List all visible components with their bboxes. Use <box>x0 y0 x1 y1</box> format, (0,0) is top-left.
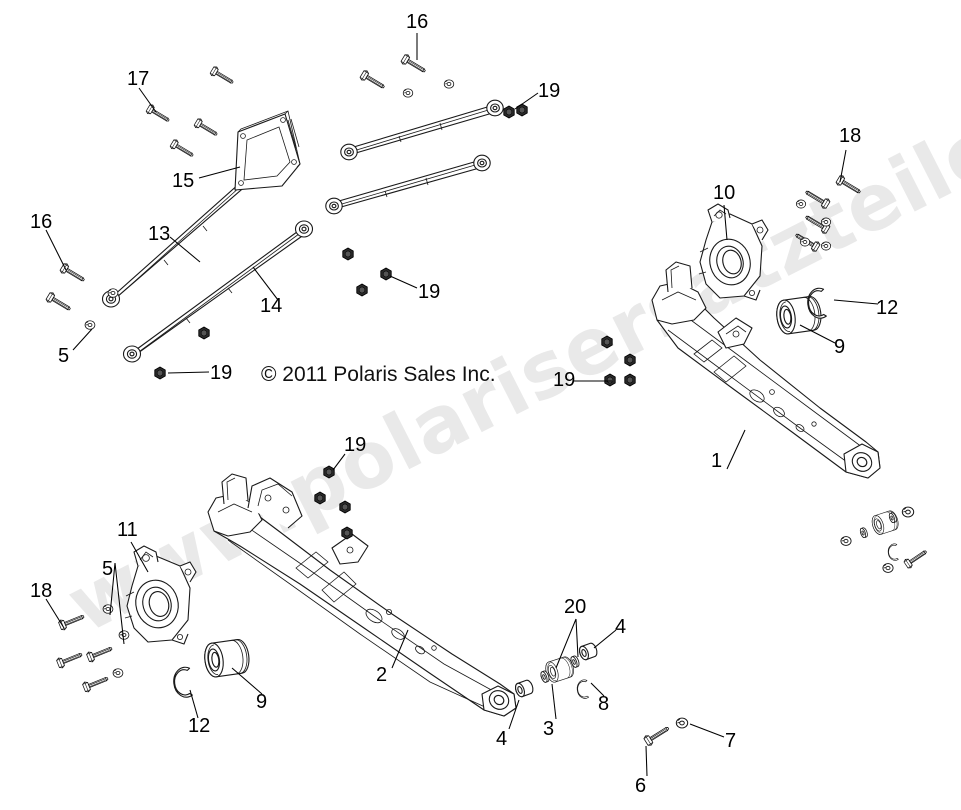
part-bushing-4-right <box>577 641 600 662</box>
callout-17: 17 <box>127 68 150 90</box>
washer-5-bl-b <box>118 630 130 640</box>
callout-9-b: 9 <box>256 691 268 713</box>
part-bearing-carrier-10 <box>698 203 769 301</box>
callout-10: 10 <box>713 182 736 204</box>
bolt-18-left-c <box>85 643 115 664</box>
bolt-18-a <box>834 174 864 198</box>
part-bearing-carrier-11 <box>124 545 197 645</box>
part-snapring-12-left <box>171 666 194 699</box>
part-snapring-8 <box>575 679 590 700</box>
leader-lines <box>45 33 879 777</box>
part-bracket-15 <box>234 110 301 191</box>
callout-20: 20 <box>564 596 587 618</box>
bolt-17-d <box>209 65 236 88</box>
part-nut-7 <box>675 717 689 729</box>
washer-16-top-b <box>443 79 455 89</box>
callout-5-b: 5 <box>102 558 114 580</box>
callout-5-a: 5 <box>58 345 70 367</box>
washer-18-b <box>820 217 832 227</box>
callout-7: 7 <box>725 730 737 752</box>
callout-11: 11 <box>117 519 138 541</box>
callout-18-a: 18 <box>839 125 862 147</box>
washer-5-left-a <box>107 288 119 298</box>
bolt-16-left-b <box>44 291 74 315</box>
callout-12-b: 12 <box>188 715 211 737</box>
callout-19-a: 19 <box>538 80 561 102</box>
bolt-18-left-d <box>81 673 111 694</box>
bolt-16-top-a <box>399 53 429 77</box>
part-radius-rod-13 <box>122 220 314 363</box>
bolt-17-c <box>169 138 196 161</box>
washer-5-bl-a <box>102 604 114 614</box>
bolt-17-b <box>193 117 220 140</box>
callout-18-b: 18 <box>30 580 53 602</box>
washer-18-c <box>799 237 811 247</box>
bolt-16-top-b <box>358 69 388 93</box>
callout-19-d: 19 <box>553 369 576 391</box>
part-trailing-arm-2 <box>207 473 517 717</box>
callout-4-b: 4 <box>615 616 627 638</box>
callout-1: 1 <box>711 450 723 472</box>
callout-14: 14 <box>260 295 283 317</box>
washer-18-d <box>820 241 832 251</box>
copyright-notice: © 2011 Polaris Sales Inc. <box>261 363 496 386</box>
callout-3: 3 <box>543 718 555 740</box>
callout-16-a: 16 <box>406 11 429 33</box>
part-bushing-4-left <box>513 678 536 699</box>
bolt-18-b <box>802 186 832 210</box>
part-radius-rod-top-a <box>340 99 504 161</box>
part-bolt-6 <box>642 723 672 748</box>
callout-12-a: 12 <box>876 297 899 319</box>
washer-5-bl-c <box>112 668 124 678</box>
bolt-18-left-a <box>57 611 87 632</box>
callout-13: 13 <box>148 223 171 245</box>
callout-9-a: 9 <box>834 336 846 358</box>
part-radius-rod-top-b <box>325 154 491 215</box>
callout-19-b: 19 <box>418 281 441 303</box>
callout-2: 2 <box>376 664 388 686</box>
washer-18-a <box>795 199 807 209</box>
hardware-cluster-right <box>840 506 930 573</box>
callout-4-a: 4 <box>496 728 508 750</box>
bolt-17-a <box>145 103 172 126</box>
part-trailing-arm-1 <box>651 261 881 479</box>
washer-5-left-b <box>84 320 96 330</box>
callout-19-c: 19 <box>210 362 233 384</box>
callout-16-b: 16 <box>30 211 53 233</box>
nut-19-group <box>154 103 636 540</box>
callout-8: 8 <box>598 693 610 715</box>
callout-15: 15 <box>172 170 195 192</box>
part-bearing-9-left <box>202 637 252 679</box>
washer-16-top-a <box>402 88 414 98</box>
bolt-18-left-b <box>55 649 85 670</box>
callout-6: 6 <box>635 775 647 797</box>
callout-19-e: 19 <box>344 434 367 456</box>
